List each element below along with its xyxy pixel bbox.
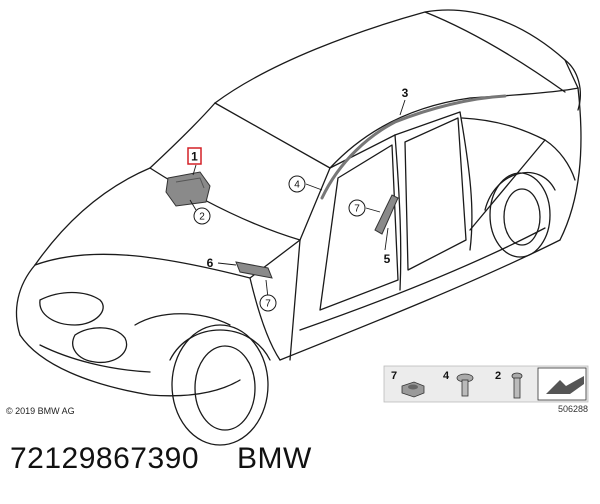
svg-text:6: 6 [207, 256, 214, 270]
nut-icon [401, 381, 425, 398]
callout-7-seat: 7 [348, 199, 366, 217]
callout-1: 1 [187, 147, 202, 165]
callout-7-knee: 7 [259, 294, 277, 312]
arrow-direction-icon [537, 367, 587, 401]
fasteners-legend: 7 4 2 [383, 365, 589, 403]
callout-2: 2 [193, 207, 211, 225]
svg-text:7: 7 [391, 370, 397, 382]
reference-code: 506288 [558, 404, 588, 414]
part-number: 72129867390 [10, 442, 200, 475]
callout-3: 3 [402, 86, 409, 100]
svg-text:3: 3 [402, 86, 409, 100]
callout-5: 5 [384, 252, 391, 266]
callout-4: 4 [288, 175, 306, 193]
svg-text:1: 1 [191, 150, 198, 164]
svg-text:2: 2 [495, 370, 501, 382]
curtain-airbag [320, 94, 507, 200]
svg-text:7: 7 [265, 299, 271, 310]
svg-text:2: 2 [199, 212, 205, 223]
svg-text:7: 7 [354, 204, 360, 215]
svg-text:4: 4 [443, 370, 450, 382]
car-outline [15, 9, 582, 446]
callout-6: 6 [207, 256, 214, 270]
side-airbag-seat [374, 194, 399, 235]
bolt-icon [511, 372, 523, 399]
knee-airbag [235, 261, 273, 279]
copyright-text: © 2019 BMW AG [6, 406, 75, 416]
screw-icon [456, 373, 474, 397]
brand-name: BMW [237, 442, 312, 475]
svg-text:5: 5 [384, 252, 391, 266]
part-footer: 72129867390 BMW [10, 442, 350, 476]
svg-text:4: 4 [294, 180, 300, 191]
airbag-module-passenger [165, 171, 211, 207]
